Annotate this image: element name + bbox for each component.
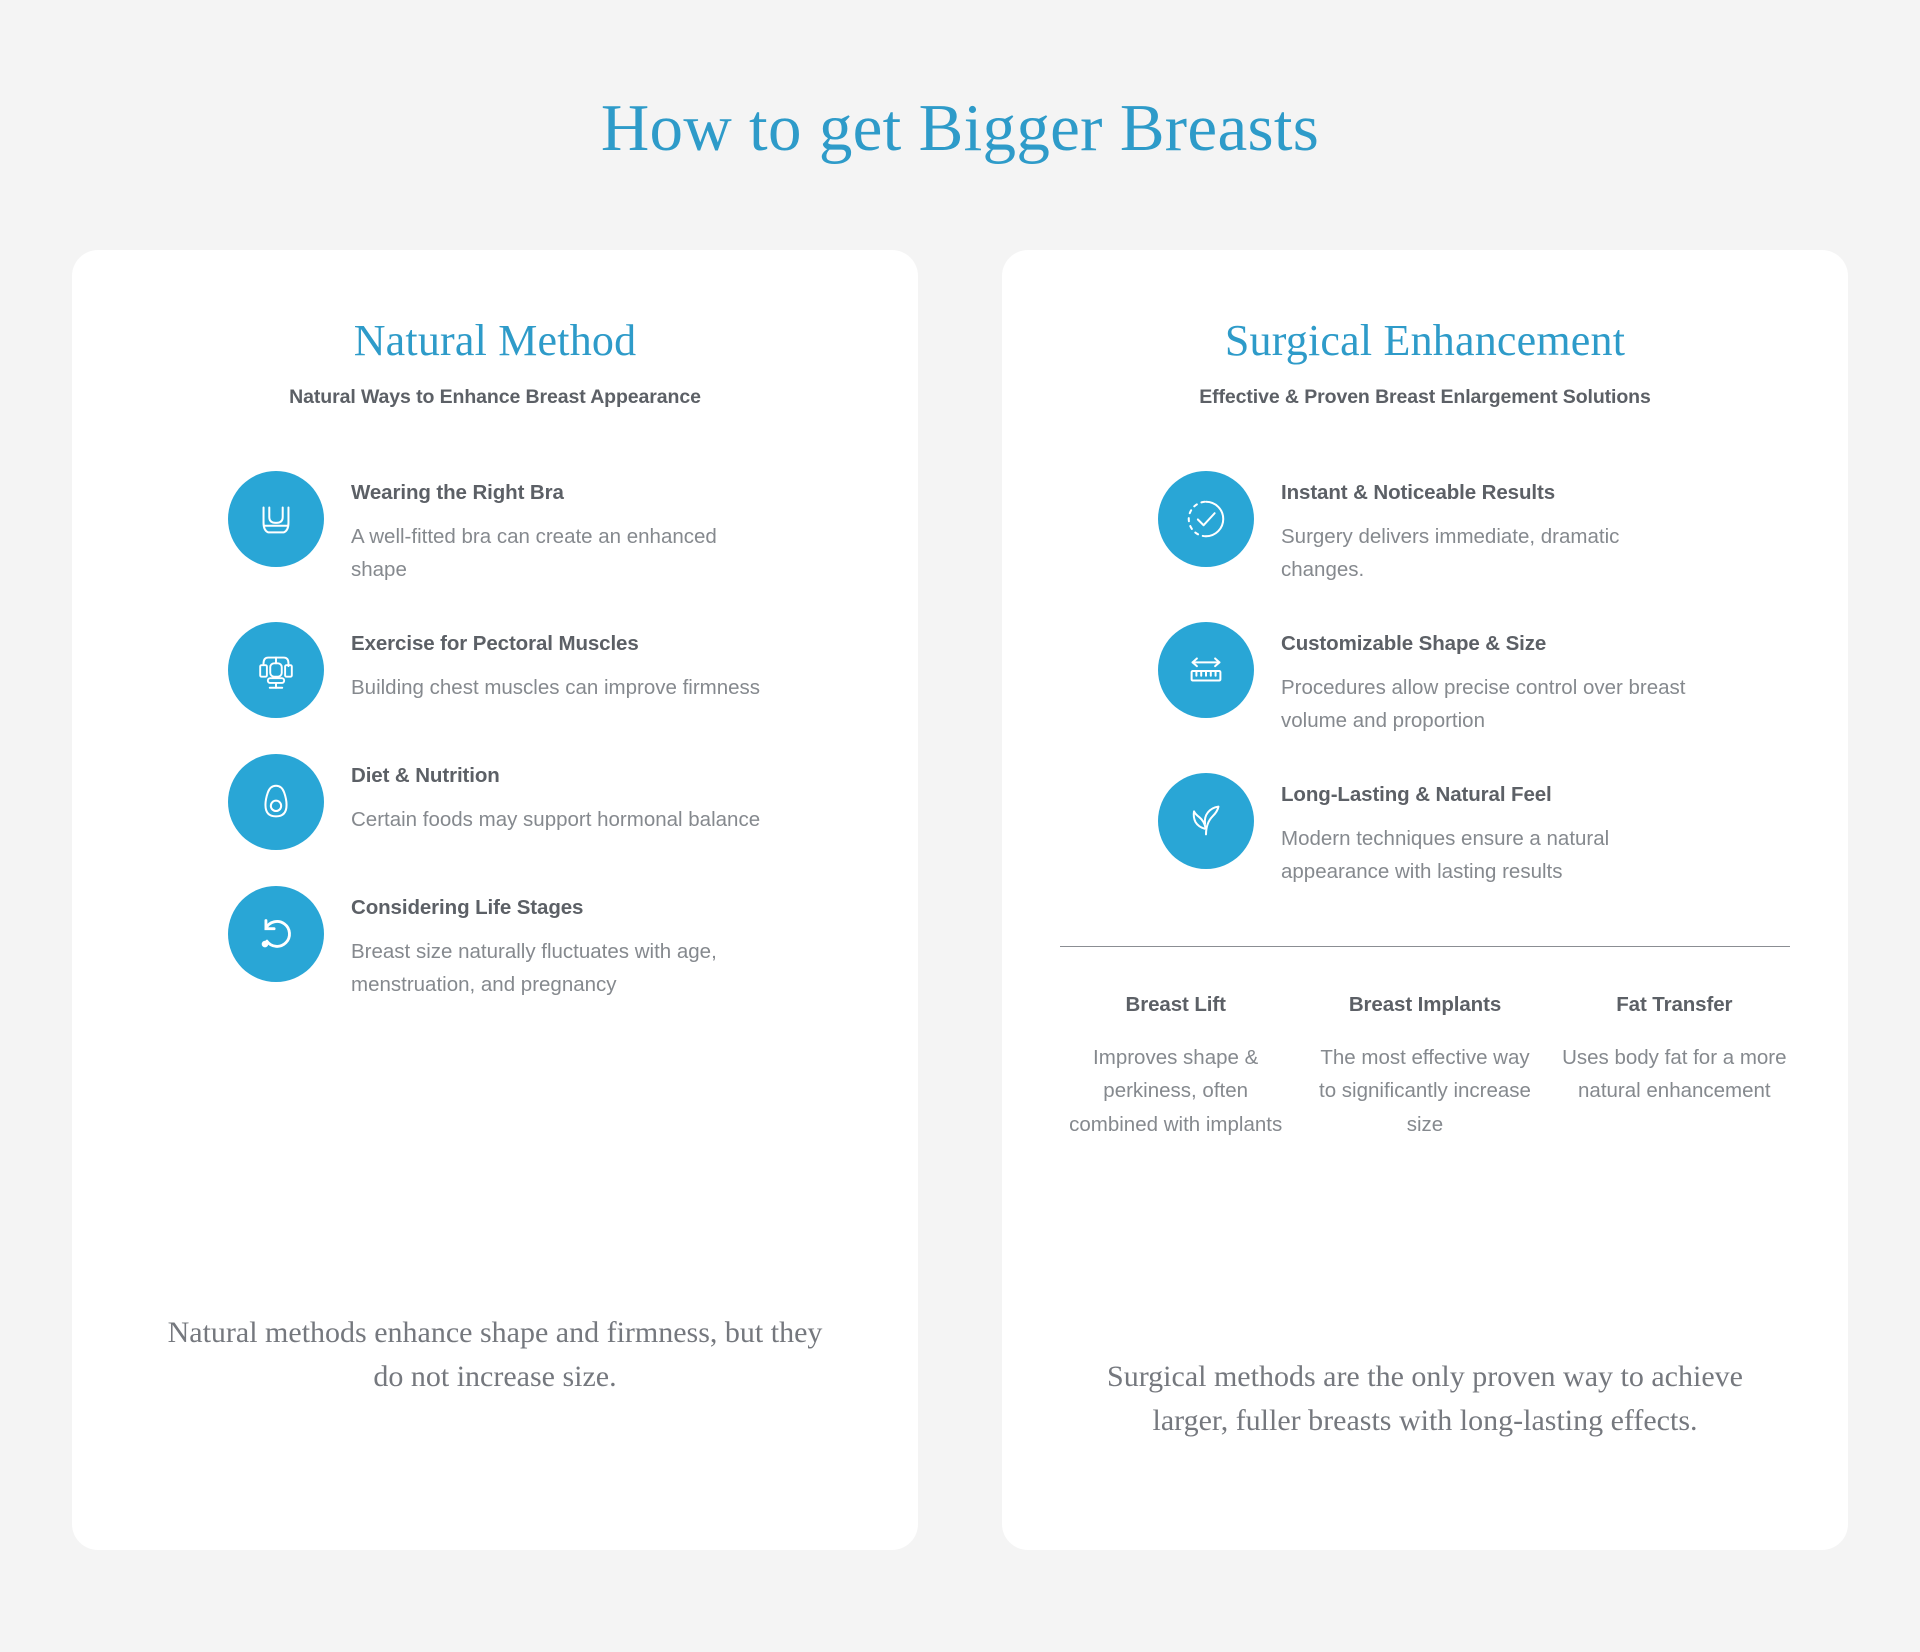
- feature-item: Customizable Shape & Size Procedures all…: [1054, 622, 1796, 737]
- feature-item: Wearing the Right Bra A well-fitted bra …: [124, 471, 866, 586]
- feature-text: Considering Life Stages Breast size natu…: [351, 886, 771, 1001]
- procedure-item: Breast Lift Improves shape & perkiness, …: [1054, 993, 1297, 1141]
- procedure-title: Breast Lift: [1125, 993, 1226, 1017]
- ruler-arrow-icon: [1158, 622, 1254, 719]
- cycle-arrow-icon: [228, 886, 324, 983]
- feature-text: Instant & Noticeable Results Surgery del…: [1281, 471, 1701, 586]
- page-title: How to get Bigger Breasts: [600, 91, 1320, 165]
- procedure-description: The most effective way to significantly …: [1319, 1046, 1531, 1136]
- procedure-description: Improves shape & perkiness, often combin…: [1069, 1046, 1283, 1136]
- surgical-enhancement-card: Surgical Enhancement Effective & Proven …: [1002, 249, 1848, 1550]
- feature-item: Diet & Nutrition Certain foods may suppo…: [124, 754, 866, 851]
- feature-item: Considering Life Stages Breast size natu…: [124, 886, 866, 1001]
- procedure-item: Fat Transfer Uses body fat for a more na…: [1553, 993, 1796, 1141]
- surgical-conclusion: Surgical methods are the only proven way…: [1107, 1359, 1743, 1438]
- feature-text: Diet & Nutrition Certain foods may suppo…: [351, 754, 760, 836]
- surgical-feature-list: Instant & Noticeable Results Surgery del…: [1054, 471, 1796, 888]
- feature-title: Exercise for Pectoral Muscles: [351, 632, 639, 656]
- feature-description: Breast size naturally fluctuates with ag…: [351, 939, 717, 997]
- feature-text: Long-Lasting & Natural Feel Modern techn…: [1281, 773, 1701, 888]
- feature-text: Wearing the Right Bra A well-fitted bra …: [351, 471, 771, 586]
- feature-title: Considering Life Stages: [351, 896, 584, 920]
- avocado-icon: [228, 754, 324, 851]
- natural-method-card: Natural Method Natural Ways to Enhance B…: [72, 249, 918, 1550]
- feature-title: Wearing the Right Bra: [351, 481, 564, 505]
- procedure-description: Uses body fat for a more natural enhance…: [1562, 1046, 1787, 1103]
- feature-description: Procedures allow precise control over br…: [1281, 675, 1686, 733]
- feature-text: Customizable Shape & Size Procedures all…: [1281, 622, 1701, 737]
- feature-title: Customizable Shape & Size: [1281, 632, 1547, 656]
- feature-description: Building chest muscles can improve firmn…: [351, 675, 761, 699]
- procedure-title: Fat Transfer: [1616, 993, 1733, 1017]
- natural-card-subtitle: Natural Ways to Enhance Breast Appearanc…: [289, 386, 701, 409]
- bench-press-icon: [228, 622, 324, 719]
- feature-title: Diet & Nutrition: [351, 764, 500, 788]
- leaf-sprout-icon: [1158, 773, 1254, 870]
- surgical-card-subtitle: Effective & Proven Breast Enlargement So…: [1199, 386, 1651, 409]
- check-circle-dashed-icon: [1158, 471, 1254, 568]
- natural-card-title: Natural Method: [353, 315, 637, 365]
- feature-title: Instant & Noticeable Results: [1281, 481, 1556, 505]
- surgical-card-title: Surgical Enhancement: [1224, 315, 1626, 365]
- feature-item: Exercise for Pectoral Muscles Building c…: [124, 622, 866, 719]
- procedure-title: Breast Implants: [1348, 993, 1502, 1017]
- feature-text: Exercise for Pectoral Muscles Building c…: [351, 622, 760, 704]
- feature-item: Instant & Noticeable Results Surgery del…: [1054, 471, 1796, 586]
- feature-title: Long-Lasting & Natural Feel: [1281, 783, 1552, 807]
- feature-description: Certain foods may support hormonal balan…: [351, 807, 761, 831]
- feature-description: A well-fitted bra can create an enhanced…: [351, 524, 717, 582]
- feature-description: Modern techniques ensure a natural appea…: [1281, 826, 1610, 884]
- procedures-row: Breast Lift Improves shape & perkiness, …: [1054, 993, 1796, 1141]
- natural-feature-list: Wearing the Right Bra A well-fitted bra …: [124, 471, 866, 1001]
- procedure-item: Breast Implants The most effective way t…: [1303, 993, 1546, 1141]
- feature-description: Surgery delivers immediate, dramatic cha…: [1281, 524, 1620, 582]
- section-divider: [1060, 946, 1790, 948]
- sports-bra-icon: [228, 471, 324, 568]
- natural-conclusion: Natural methods enhance shape and firmne…: [167, 1315, 823, 1394]
- feature-item: Long-Lasting & Natural Feel Modern techn…: [1054, 773, 1796, 888]
- cards-container: Natural Method Natural Ways to Enhance B…: [0, 166, 1920, 1550]
